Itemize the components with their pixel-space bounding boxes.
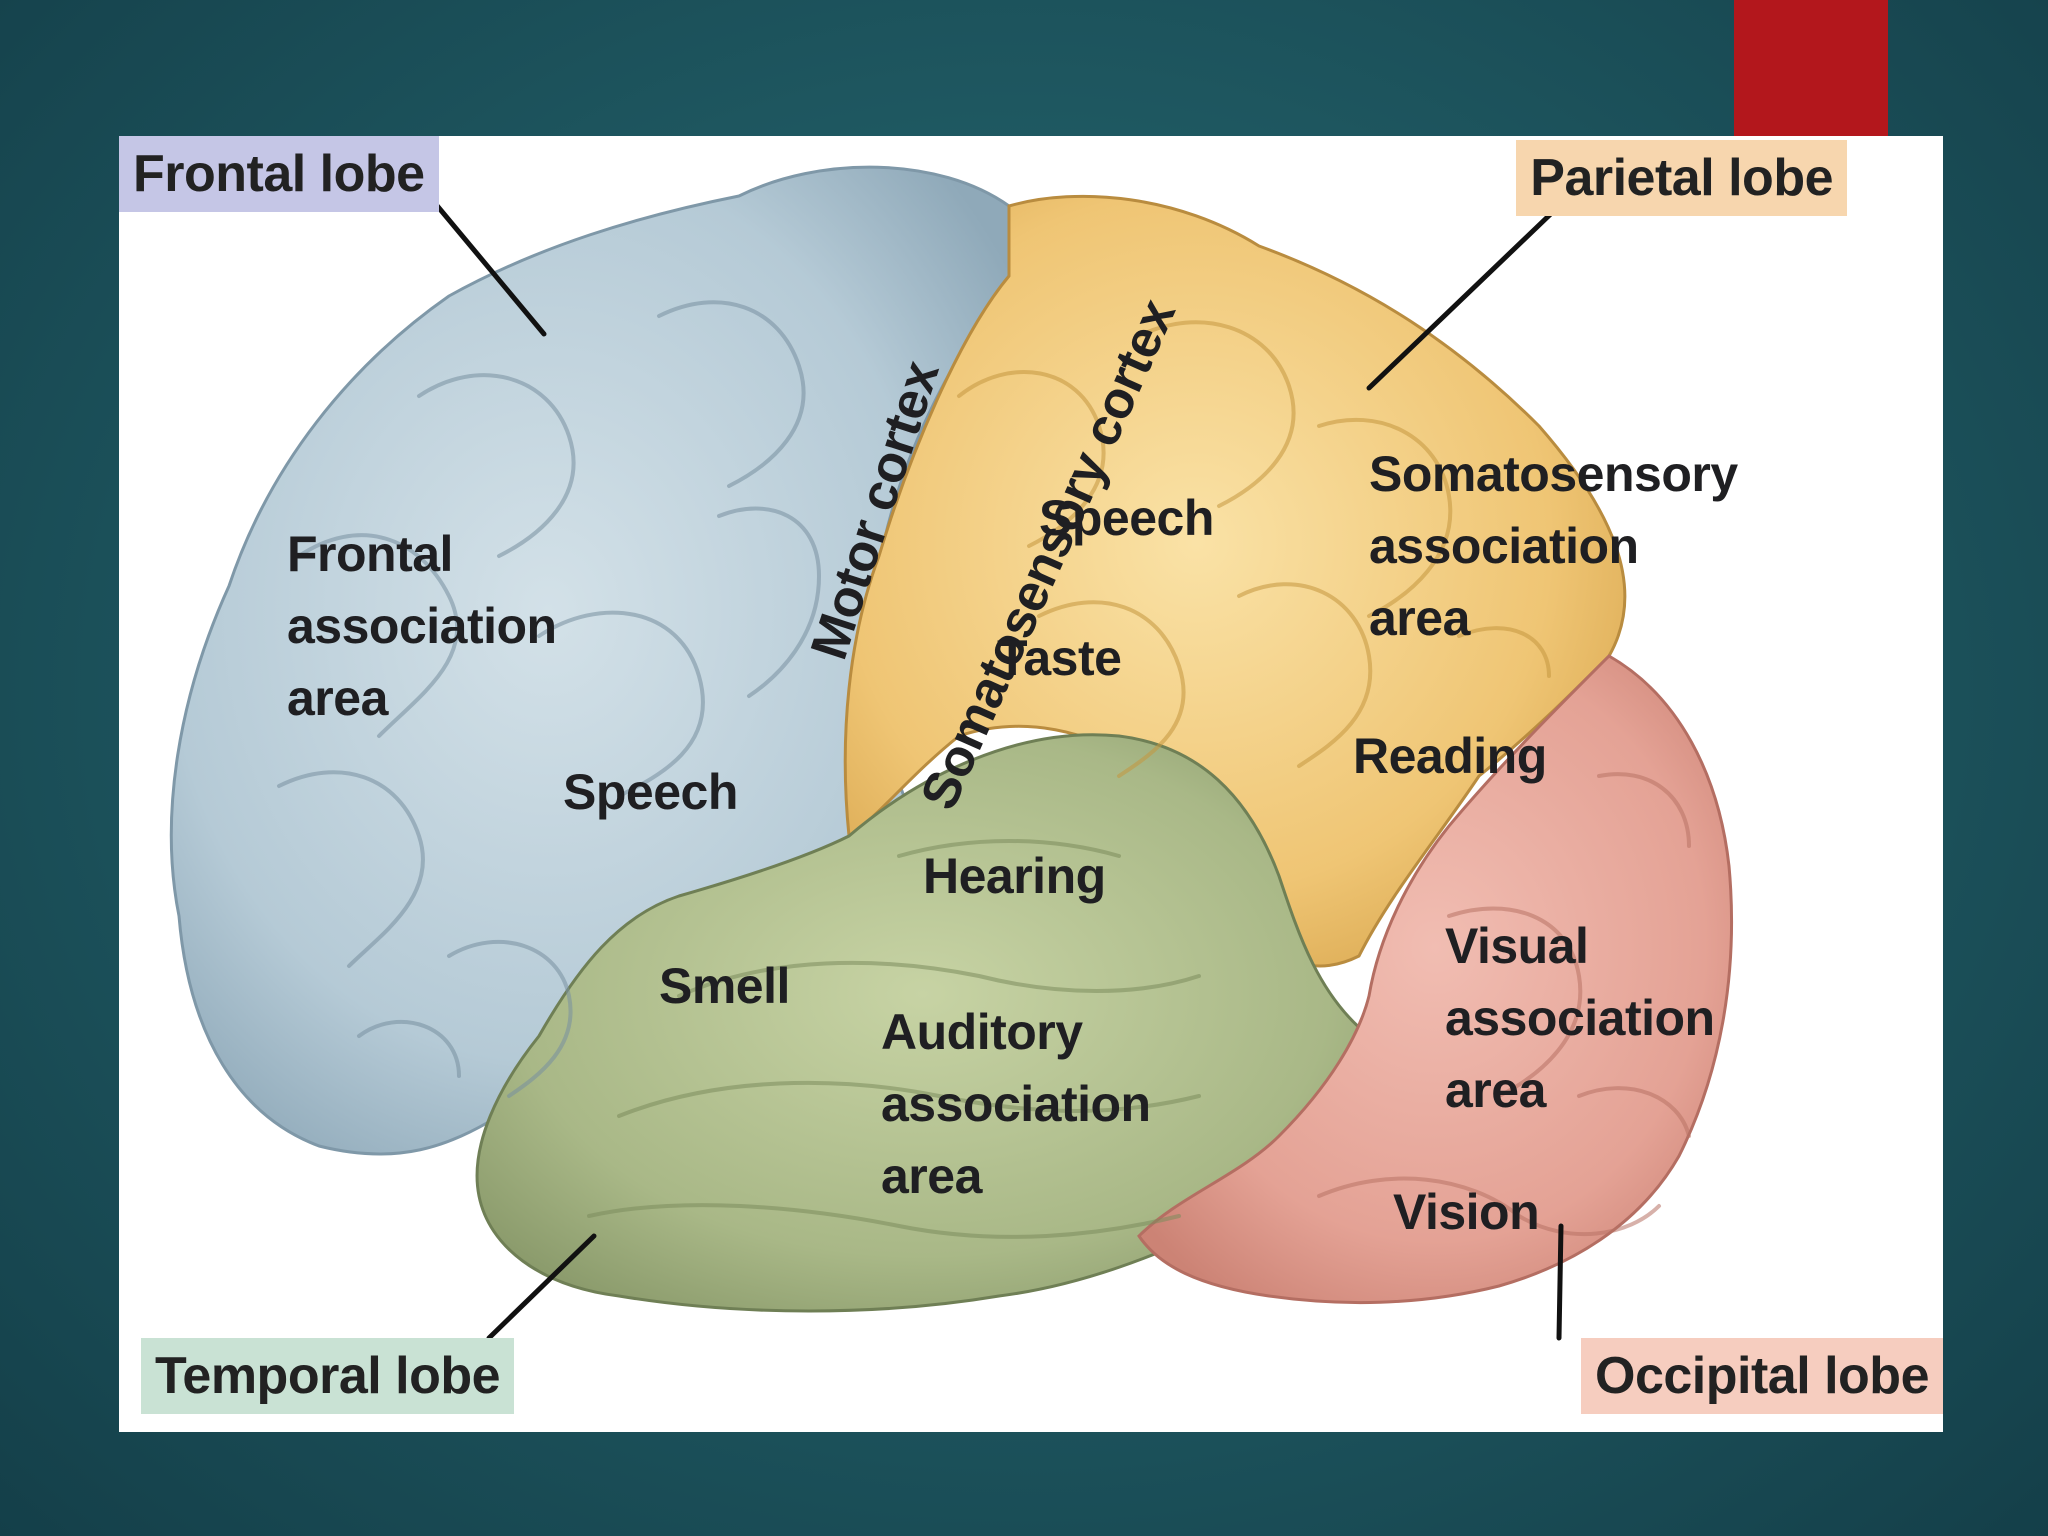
somatosensory-association-line-3: area [1369,590,1470,646]
auditory-association-line-2: association [881,1076,1151,1132]
frontal-association-line-3: area [287,670,388,726]
accent-block [1734,0,1888,136]
frontal-leader-line [416,181,547,337]
frontal-folds [277,300,822,1098]
parietal-lobe-label: Parietal lobe [1516,140,1847,216]
brain-diagram: Frontal lobe Parietal lobe Temporal lobe… [119,136,1943,1432]
somatosensory-association-line-2: association [1369,518,1639,574]
taste-label: Taste [997,630,1122,686]
frontal-lobe-label: Frontal lobe [119,136,439,212]
frontal-association-line-1: Frontal [287,526,453,582]
hearing-label: Hearing [923,848,1106,904]
visual-association-line-3: area [1445,1062,1546,1118]
speech-frontal-label: Speech [563,764,738,820]
temporal-leader-line [486,1233,597,1341]
speech-parietal-label: Speech [1039,490,1214,546]
auditory-association-line-1: Auditory [881,1004,1083,1060]
temporal-lobe-label: Temporal lobe [141,1338,515,1414]
leader-lines [416,181,1564,1341]
frontal-association-line-2: association [287,598,557,654]
vision-label: Vision [1393,1184,1540,1240]
temporal-lobe-region [475,733,1371,1313]
auditory-association-line-3: area [881,1148,982,1204]
occipital-lobe-label: Occipital lobe [1581,1338,1943,1414]
brain-illustration [169,165,1734,1341]
occipital-lobe-region [1137,654,1734,1305]
parietal-lobe-region [843,194,1627,968]
parietal-folds [957,320,1551,778]
occipital-leader-line [1556,1223,1564,1341]
somatosensory-association-line-1: Somatosensory [1369,446,1738,502]
reading-label: Reading [1353,728,1547,784]
smell-label: Smell [659,958,790,1014]
occipital-folds [1317,772,1691,1237]
visual-association-line-2: association [1445,990,1715,1046]
parietal-leader-line [1366,203,1562,391]
temporal-folds [587,839,1201,1239]
visual-association-line-1: Visual [1445,918,1589,974]
